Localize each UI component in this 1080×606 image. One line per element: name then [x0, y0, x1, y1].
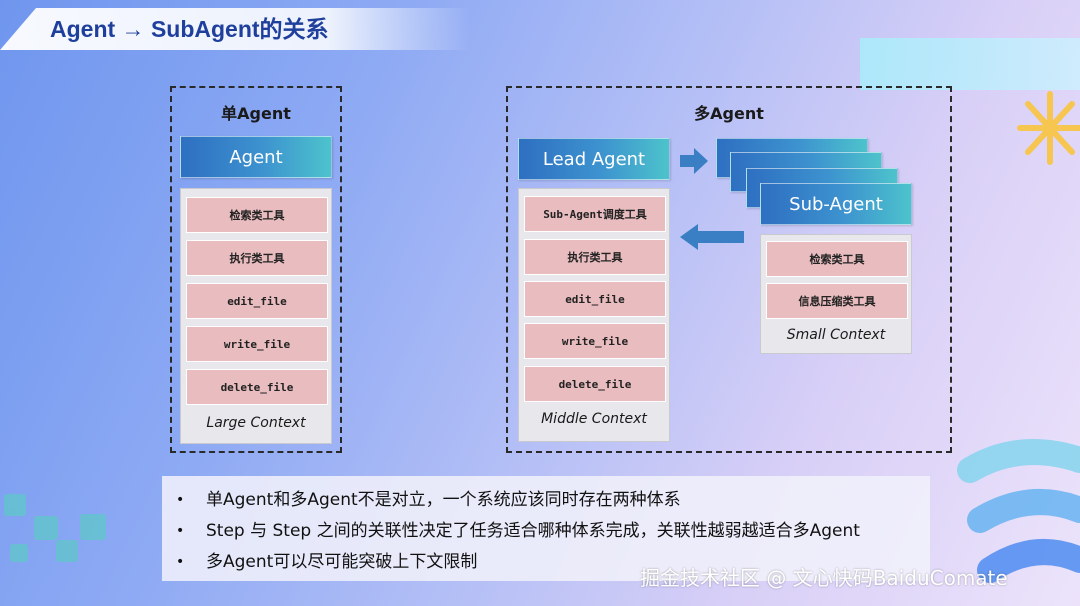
- bullet-dot-icon: •: [176, 554, 185, 570]
- tool-item: delete_file: [186, 369, 328, 405]
- tool-item: delete_file: [524, 366, 666, 402]
- tool-item: write_file: [524, 323, 666, 359]
- tool-item: write_file: [186, 326, 328, 362]
- tool-item: 执行类工具: [186, 240, 328, 276]
- decorative-banner: [860, 38, 1080, 90]
- agent-box: Agent: [180, 136, 332, 178]
- arrow-right-icon: [680, 148, 708, 174]
- multi-agent-frame: 多Agent Lead Agent Sub-Agent调度工具 执行类工具 ed…: [506, 86, 952, 453]
- single-agent-frame: 单Agent Agent 检索类工具 执行类工具 edit_file write…: [170, 86, 342, 453]
- single-agent-title: 单Agent: [221, 104, 291, 123]
- wave-decoration-icon: [957, 439, 1080, 583]
- tool-item: 执行类工具: [524, 239, 666, 275]
- sub-agent-box: Sub-Agent: [760, 183, 912, 225]
- bullet-dot-icon: •: [176, 492, 185, 508]
- lead-agent-box: Lead Agent: [518, 138, 670, 180]
- tool-item: edit_file: [186, 283, 328, 319]
- sparkle-icon: [1017, 91, 1080, 165]
- bullet-list: • 单Agent和多Agent不是对立，一个系统应该同时存在两种体系 • Ste…: [162, 476, 930, 581]
- context-label: Large Context: [206, 415, 306, 431]
- tool-item: Sub-Agent调度工具: [524, 196, 666, 232]
- list-item: • 单Agent和多Agent不是对立，一个系统应该同时存在两种体系: [172, 485, 930, 516]
- tool-item: 检索类工具: [766, 241, 908, 277]
- multi-agent-title: 多Agent: [694, 104, 764, 123]
- tool-item: 信息压缩类工具: [766, 283, 908, 319]
- list-item: • 多Agent可以尽可能突破上下文限制: [172, 547, 930, 578]
- tool-item: 检索类工具: [186, 197, 328, 233]
- bullet-text: Step 与 Step 之间的关联性决定了任务适合哪种体系完成，关联性越弱越适合…: [206, 521, 860, 541]
- lead-agent-tools-panel: Sub-Agent调度工具 执行类工具 edit_file write_file…: [518, 188, 670, 442]
- context-label: Small Context: [786, 327, 886, 343]
- list-item: • Step 与 Step 之间的关联性决定了任务适合哪种体系完成，关联性越弱越…: [172, 516, 930, 547]
- bullet-dot-icon: •: [176, 523, 185, 539]
- cubes-decoration-icon: [4, 494, 106, 562]
- title-banner: [0, 8, 470, 50]
- sub-agent-tools-panel: 检索类工具 信息压缩类工具 Small Context: [760, 234, 912, 354]
- tool-item: edit_file: [524, 281, 666, 317]
- slide-title: Agent → SubAgent的关系: [50, 16, 329, 42]
- bullet-text: 多Agent可以尽可能突破上下文限制: [206, 552, 478, 572]
- arrow-left-icon: [680, 224, 744, 250]
- context-label: Middle Context: [541, 411, 647, 427]
- bullet-text: 单Agent和多Agent不是对立，一个系统应该同时存在两种体系: [206, 490, 681, 510]
- watermark: 掘金技术社区 @ 文心快码BaiduComate: [640, 566, 1008, 590]
- single-agent-tools-panel: 检索类工具 执行类工具 edit_file write_file delete_…: [180, 188, 332, 444]
